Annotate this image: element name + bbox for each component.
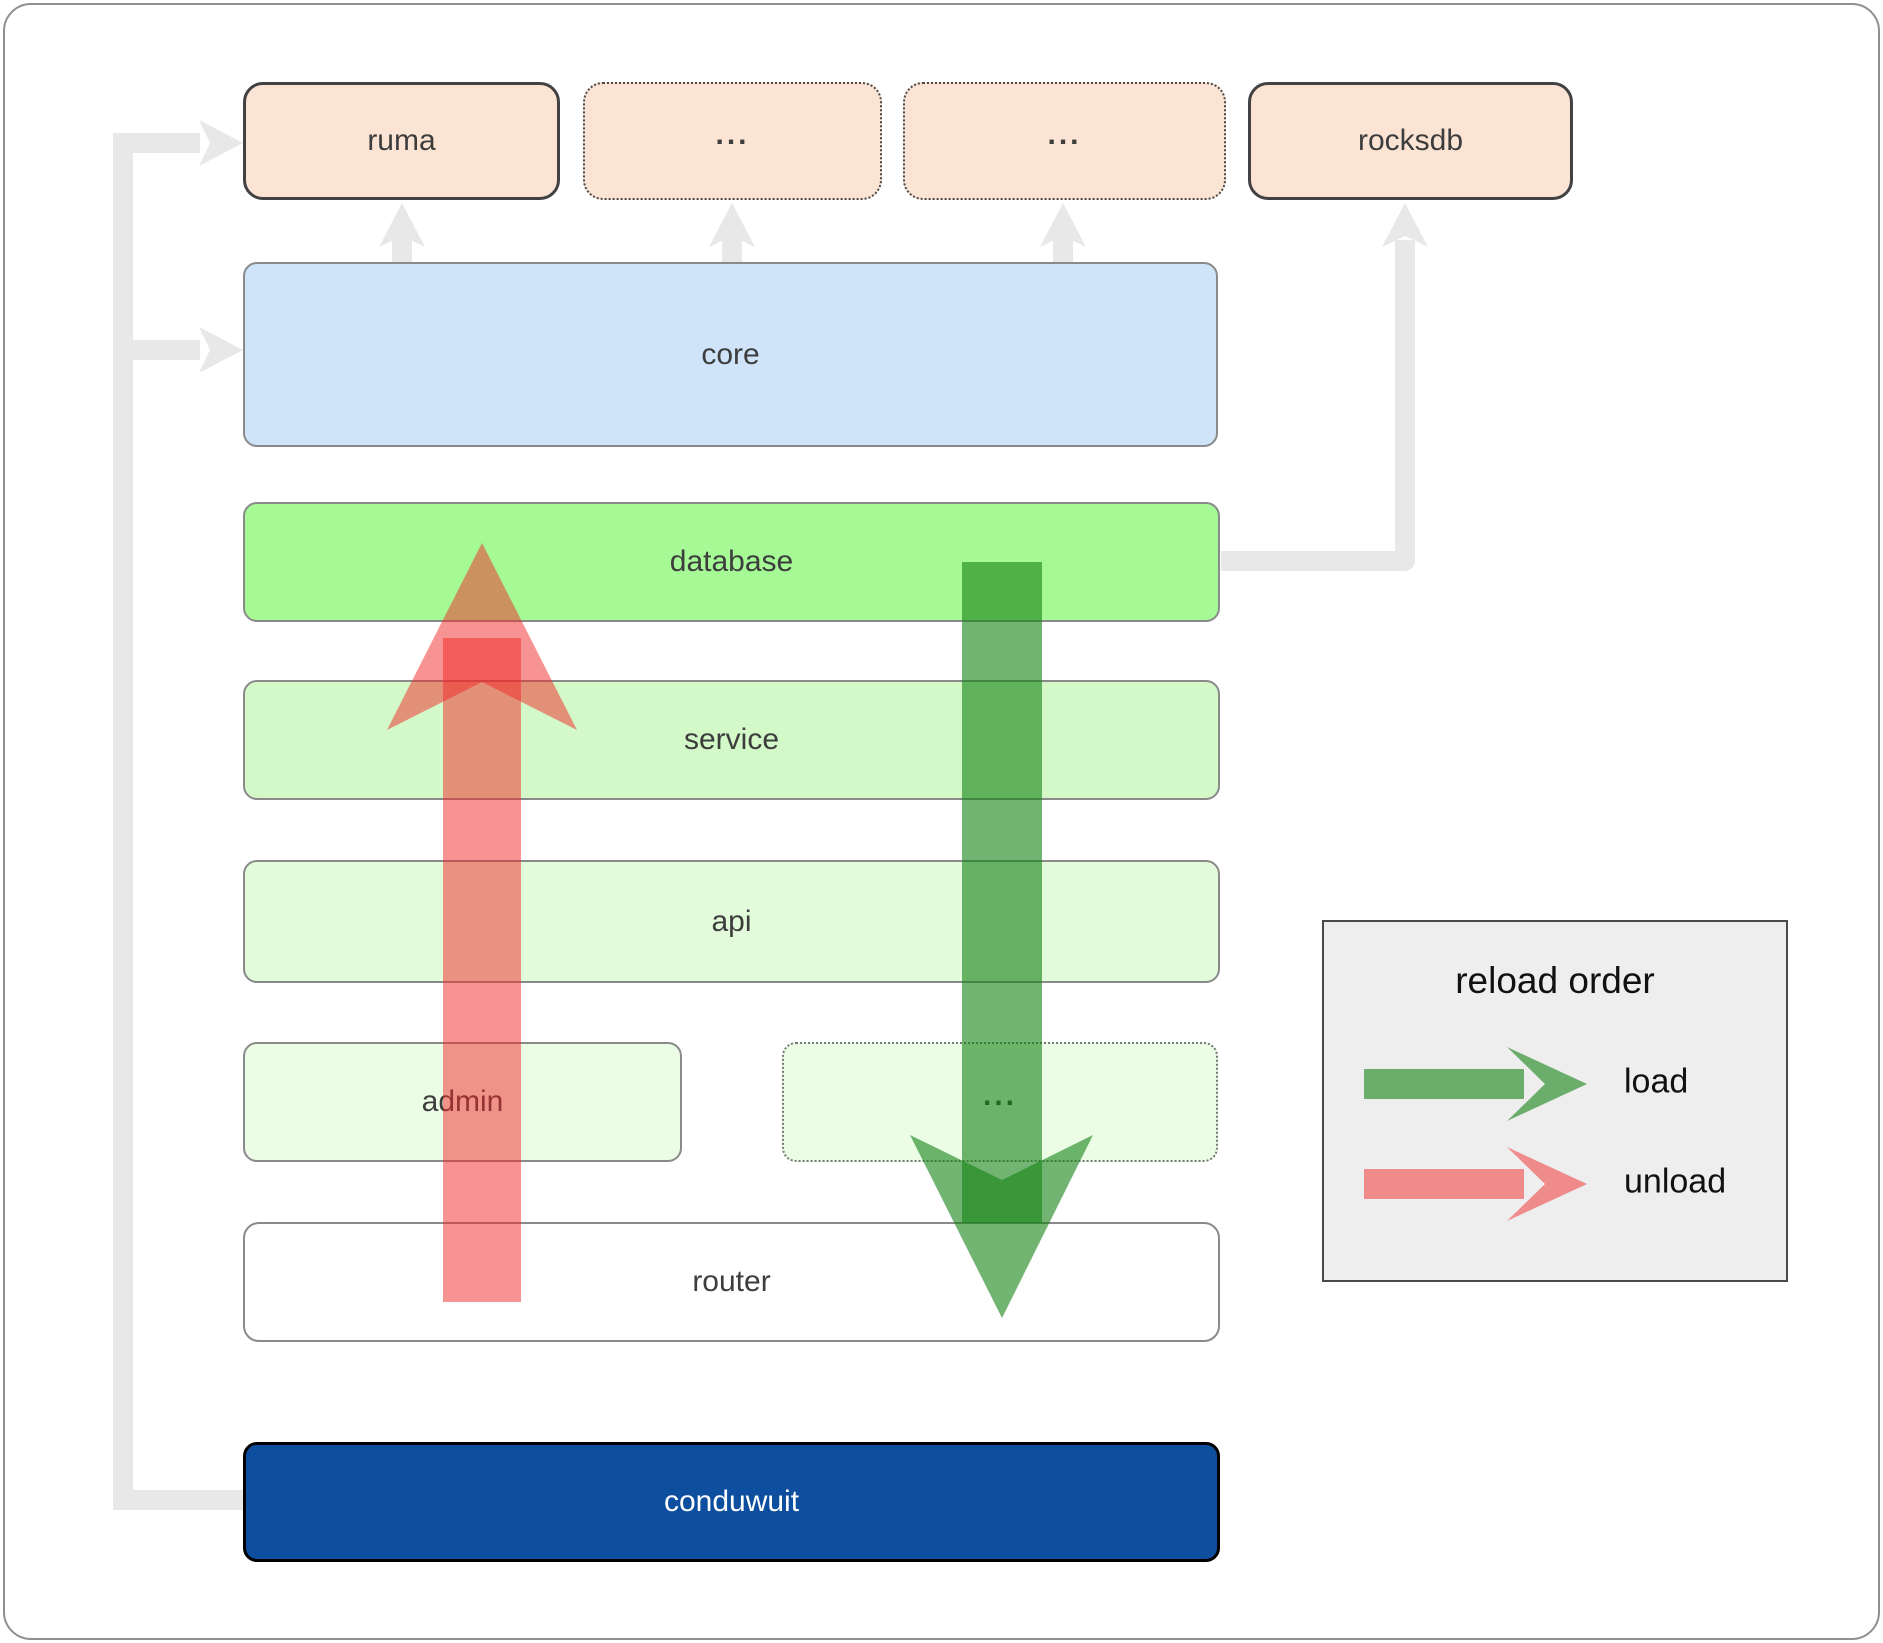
unload-arrow xyxy=(387,543,577,1302)
arrowhead-core-to-dots1-icon xyxy=(709,203,755,247)
node-label: core xyxy=(701,337,760,371)
node-dots-top-2: ... xyxy=(903,82,1226,200)
node-database: database xyxy=(243,502,1220,622)
arrowhead-into-rocksdb-icon xyxy=(1382,203,1428,247)
node-label: service xyxy=(683,723,780,756)
node-router: router xyxy=(243,1222,1220,1342)
arrowhead-core-to-dots2-icon xyxy=(1040,203,1086,247)
conduwuit-to-ruma-connector xyxy=(113,133,243,1510)
legend-arrows xyxy=(1364,1047,1587,1221)
node-dots-top-1: ... xyxy=(583,82,882,200)
node-label: router xyxy=(692,1265,771,1298)
load-arrow xyxy=(910,562,1093,1318)
node-label: ... xyxy=(715,118,750,151)
load-arrowhead-icon xyxy=(910,1135,1093,1318)
arrowhead-core-to-ruma-icon xyxy=(379,203,425,247)
node-rocksdb: rocksdb xyxy=(1248,82,1573,200)
node-core: core xyxy=(243,262,1218,447)
load-arrow-shaft xyxy=(962,562,1042,1223)
arrowhead-into-ruma-icon xyxy=(199,120,243,166)
node-api: api xyxy=(243,860,1220,983)
database-to-rocksdb-connector xyxy=(1221,240,1415,571)
load-arrow-icon xyxy=(1364,1047,1587,1121)
unload-arrowhead-icon xyxy=(387,543,577,730)
legend-item-load: load xyxy=(1624,1062,1689,1101)
unload-arrow-icon xyxy=(1364,1147,1587,1221)
node-label: rocksdb xyxy=(1357,124,1464,157)
node-label: ... xyxy=(1047,118,1082,151)
legend: reload order load unload xyxy=(1322,920,1788,1282)
legend-title: reload order xyxy=(1455,960,1655,1001)
arrowhead-into-core-icon xyxy=(199,327,243,373)
node-label: database xyxy=(669,545,794,578)
node-label: ruma xyxy=(367,124,436,157)
unload-arrow-shaft xyxy=(443,638,521,1302)
node-ruma: ruma xyxy=(243,82,560,200)
node-label: api xyxy=(711,904,752,938)
node-label: conduwuit xyxy=(663,1485,800,1518)
legend-item-unload: unload xyxy=(1624,1162,1727,1201)
node-conduwuit: conduwuit xyxy=(243,1442,1220,1562)
